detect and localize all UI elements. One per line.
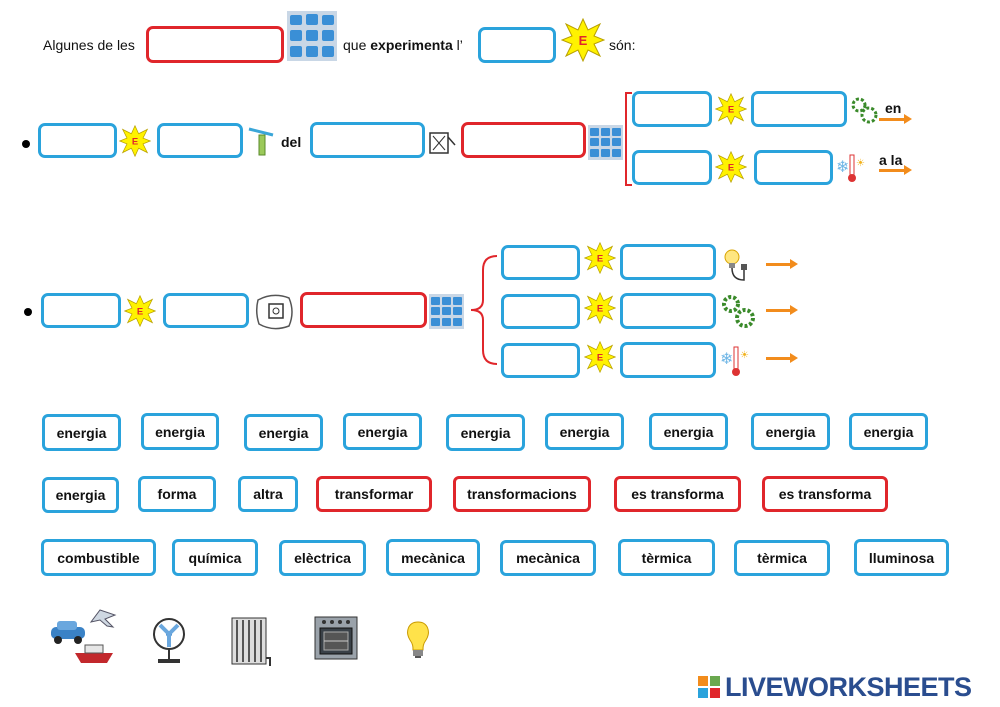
r2-mid-box-1[interactable] — [501, 294, 580, 329]
energy-star-icon: E — [583, 241, 617, 279]
svg-text:E: E — [137, 307, 143, 318]
r1-box-3[interactable] — [310, 122, 425, 158]
pipette-icon — [246, 125, 276, 164]
word-tile[interactable]: transformar — [316, 476, 432, 512]
label-en: en — [885, 100, 902, 116]
word-tile[interactable]: energia — [42, 477, 119, 513]
r2-box-1[interactable] — [41, 293, 121, 328]
word-tile[interactable]: lluminosa — [854, 539, 949, 576]
word-tile[interactable]: elèctrica — [279, 540, 366, 576]
gears-icon — [721, 294, 757, 335]
word-tile[interactable]: energia — [649, 413, 728, 450]
intro-text-3: són: — [609, 37, 636, 53]
intro-text-2: que experimenta l’ — [343, 37, 463, 53]
answer-box-transformacions[interactable] — [146, 26, 284, 63]
thermometer-icon: ❄☀ — [720, 344, 752, 383]
label-del: del — [281, 134, 302, 150]
r2-top-box-2[interactable] — [620, 244, 716, 280]
arrow-icon — [766, 259, 798, 269]
label-a-la: a la — [879, 152, 903, 168]
svg-text:E: E — [579, 33, 588, 48]
word-tile[interactable]: tèrmica — [618, 539, 715, 576]
word-tile[interactable]: forma — [138, 476, 216, 512]
svg-text:E: E — [728, 105, 734, 116]
word-tile[interactable]: energia — [446, 414, 525, 451]
word-tile[interactable]: mecànica — [500, 540, 596, 576]
bullet-1 — [22, 140, 30, 148]
r2-box-2[interactable] — [163, 293, 249, 328]
bracket-2 — [470, 255, 498, 365]
r1-top-box-2[interactable] — [751, 91, 847, 127]
word-tile[interactable]: es transforma — [614, 476, 741, 512]
lightbulb-icon[interactable] — [404, 620, 432, 665]
r1-box-4[interactable] — [461, 122, 586, 158]
arrow-icon — [879, 114, 912, 124]
svg-text:❄: ❄ — [836, 157, 849, 176]
r2-bottom-box-2[interactable] — [620, 342, 716, 378]
oven-icon[interactable] — [314, 616, 358, 665]
transport-icon[interactable] — [45, 605, 117, 672]
r2-bottom-box-1[interactable] — [501, 343, 580, 378]
energy-star-icon: E — [714, 150, 748, 188]
svg-text:E: E — [132, 137, 138, 148]
word-tile[interactable]: química — [172, 539, 258, 576]
word-tile[interactable]: energia — [751, 413, 830, 450]
word-tile[interactable]: energia — [141, 413, 219, 450]
word-tile[interactable]: tèrmica — [734, 540, 830, 576]
arrow-icon — [766, 305, 798, 315]
liveworksheets-logo: LIVEWORKSHEETS — [697, 672, 972, 703]
energy-star-icon: E — [118, 124, 152, 162]
bracket-1 — [625, 92, 632, 186]
ice-cubes-icon — [588, 125, 623, 160]
r1-box-2[interactable] — [157, 123, 243, 158]
word-tile[interactable]: combustible — [41, 539, 156, 576]
r2-mid-box-2[interactable] — [620, 293, 716, 329]
word-tile[interactable]: energia — [42, 414, 121, 451]
svg-text:☀: ☀ — [856, 158, 865, 169]
r1-box-1[interactable] — [38, 123, 117, 158]
arrow-icon — [879, 165, 912, 175]
arrow-icon — [766, 353, 798, 363]
ice-cubes-icon — [287, 11, 337, 61]
bullet-2 — [24, 308, 32, 316]
svg-text:E: E — [597, 304, 603, 315]
r1-bottom-box-1[interactable] — [632, 150, 712, 185]
logo-text: LIVEWORKSHEETS — [725, 672, 972, 702]
answer-box-intro-energia[interactable] — [478, 27, 556, 63]
r2-box-3[interactable] — [300, 292, 427, 328]
bulb-plug-icon — [720, 246, 752, 289]
word-tile[interactable]: energia — [849, 413, 928, 450]
energy-star-icon: E — [560, 17, 606, 67]
energy-star-icon: E — [583, 340, 617, 378]
energy-star-icon: E — [714, 92, 748, 130]
microwave-icon — [253, 292, 295, 337]
word-tile[interactable]: mecànica — [386, 539, 480, 576]
radiator-icon[interactable] — [228, 612, 272, 673]
energy-star-icon: E — [123, 294, 157, 332]
fuel-can-icon — [428, 127, 458, 160]
word-tile[interactable]: energia — [343, 413, 422, 450]
svg-text:E: E — [597, 353, 603, 364]
word-tile[interactable]: transformacions — [453, 476, 591, 512]
word-tile[interactable]: altra — [238, 476, 298, 512]
intro-text-1: Algunes de les — [43, 37, 135, 53]
svg-text:❄: ❄ — [720, 349, 733, 368]
ice-cubes-icon — [429, 294, 464, 329]
r1-top-box-1[interactable] — [632, 91, 712, 127]
word-tile[interactable]: energia — [545, 413, 624, 450]
energy-star-icon: E — [583, 291, 617, 329]
word-tile[interactable]: es transforma — [762, 476, 888, 512]
gears-icon — [850, 96, 878, 129]
svg-text:☀: ☀ — [740, 350, 749, 361]
svg-text:E: E — [728, 163, 734, 174]
fan-icon[interactable] — [150, 617, 188, 670]
liveworksheets-logo-icon — [698, 675, 720, 698]
word-tile[interactable]: energia — [244, 414, 323, 451]
thermometer-icon: ❄☀ — [836, 152, 866, 189]
svg-text:E: E — [597, 254, 603, 265]
r1-bottom-box-2[interactable] — [754, 150, 833, 185]
r2-top-box-1[interactable] — [501, 245, 580, 280]
